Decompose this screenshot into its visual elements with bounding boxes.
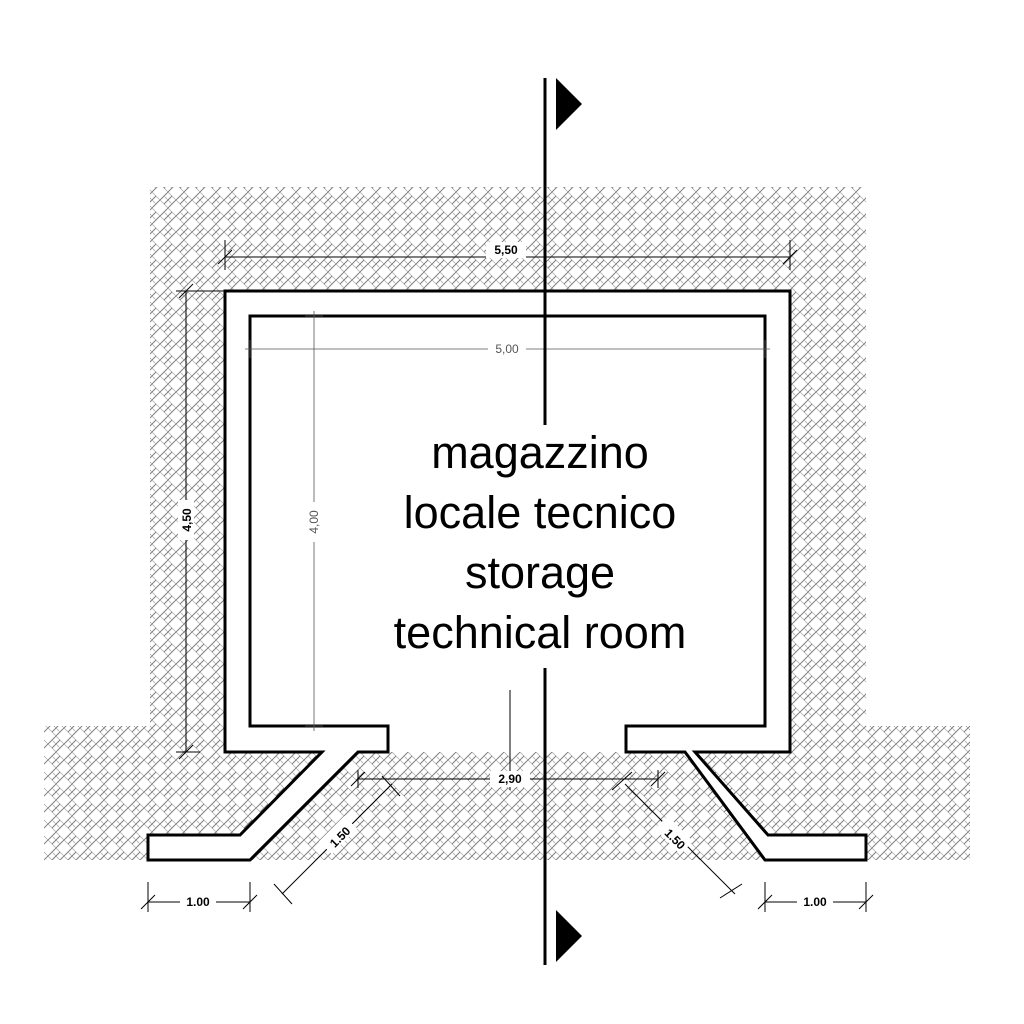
room-label-storage: storage [465, 547, 615, 598]
dim-outer-width-label: 5,50 [494, 243, 518, 257]
ground-hatch-left [150, 187, 225, 752]
room-interior [250, 316, 765, 726]
dim-inner-width: 5,00 [245, 340, 770, 358]
door-opening [388, 726, 626, 752]
dim-left-foot: 1.00 [140, 882, 258, 912]
room-label-magazzino: magazzino [431, 427, 649, 478]
dim-right-foot: 1.00 [757, 882, 874, 912]
dim-inner-width-label: 5,00 [495, 342, 519, 356]
section-line [543, 78, 582, 965]
room-label-technical-room: technical room [394, 607, 687, 658]
ground-hatch-bottom-left [44, 726, 322, 860]
dim-outer-width: 5,50 [217, 240, 798, 270]
room-label-locale-tecnico: locale tecnico [404, 487, 677, 538]
room-label-group: magazzino locale tecnico storage technic… [394, 427, 687, 658]
dim-right-diagonal: 1.50 [611, 771, 743, 899]
dim-right-foot-label: 1.00 [803, 895, 827, 909]
dim-opening-label: 2,90 [498, 772, 522, 786]
ground-hatch-right [790, 291, 866, 752]
dim-outer-depth: 4,50 [176, 283, 225, 760]
ground-hatch-bottom-right [695, 726, 970, 860]
dim-outer-depth-label: 4,50 [180, 508, 194, 532]
section-arrow-icon [556, 78, 582, 130]
wall-left [146, 289, 868, 862]
dim-opening: 2,90 [350, 690, 666, 790]
section-arrow-icon [556, 910, 582, 962]
dim-inner-depth: 4,00 [305, 311, 323, 731]
dim-left-foot-label: 1.00 [186, 895, 210, 909]
dim-inner-depth-label: 4,00 [307, 510, 321, 534]
